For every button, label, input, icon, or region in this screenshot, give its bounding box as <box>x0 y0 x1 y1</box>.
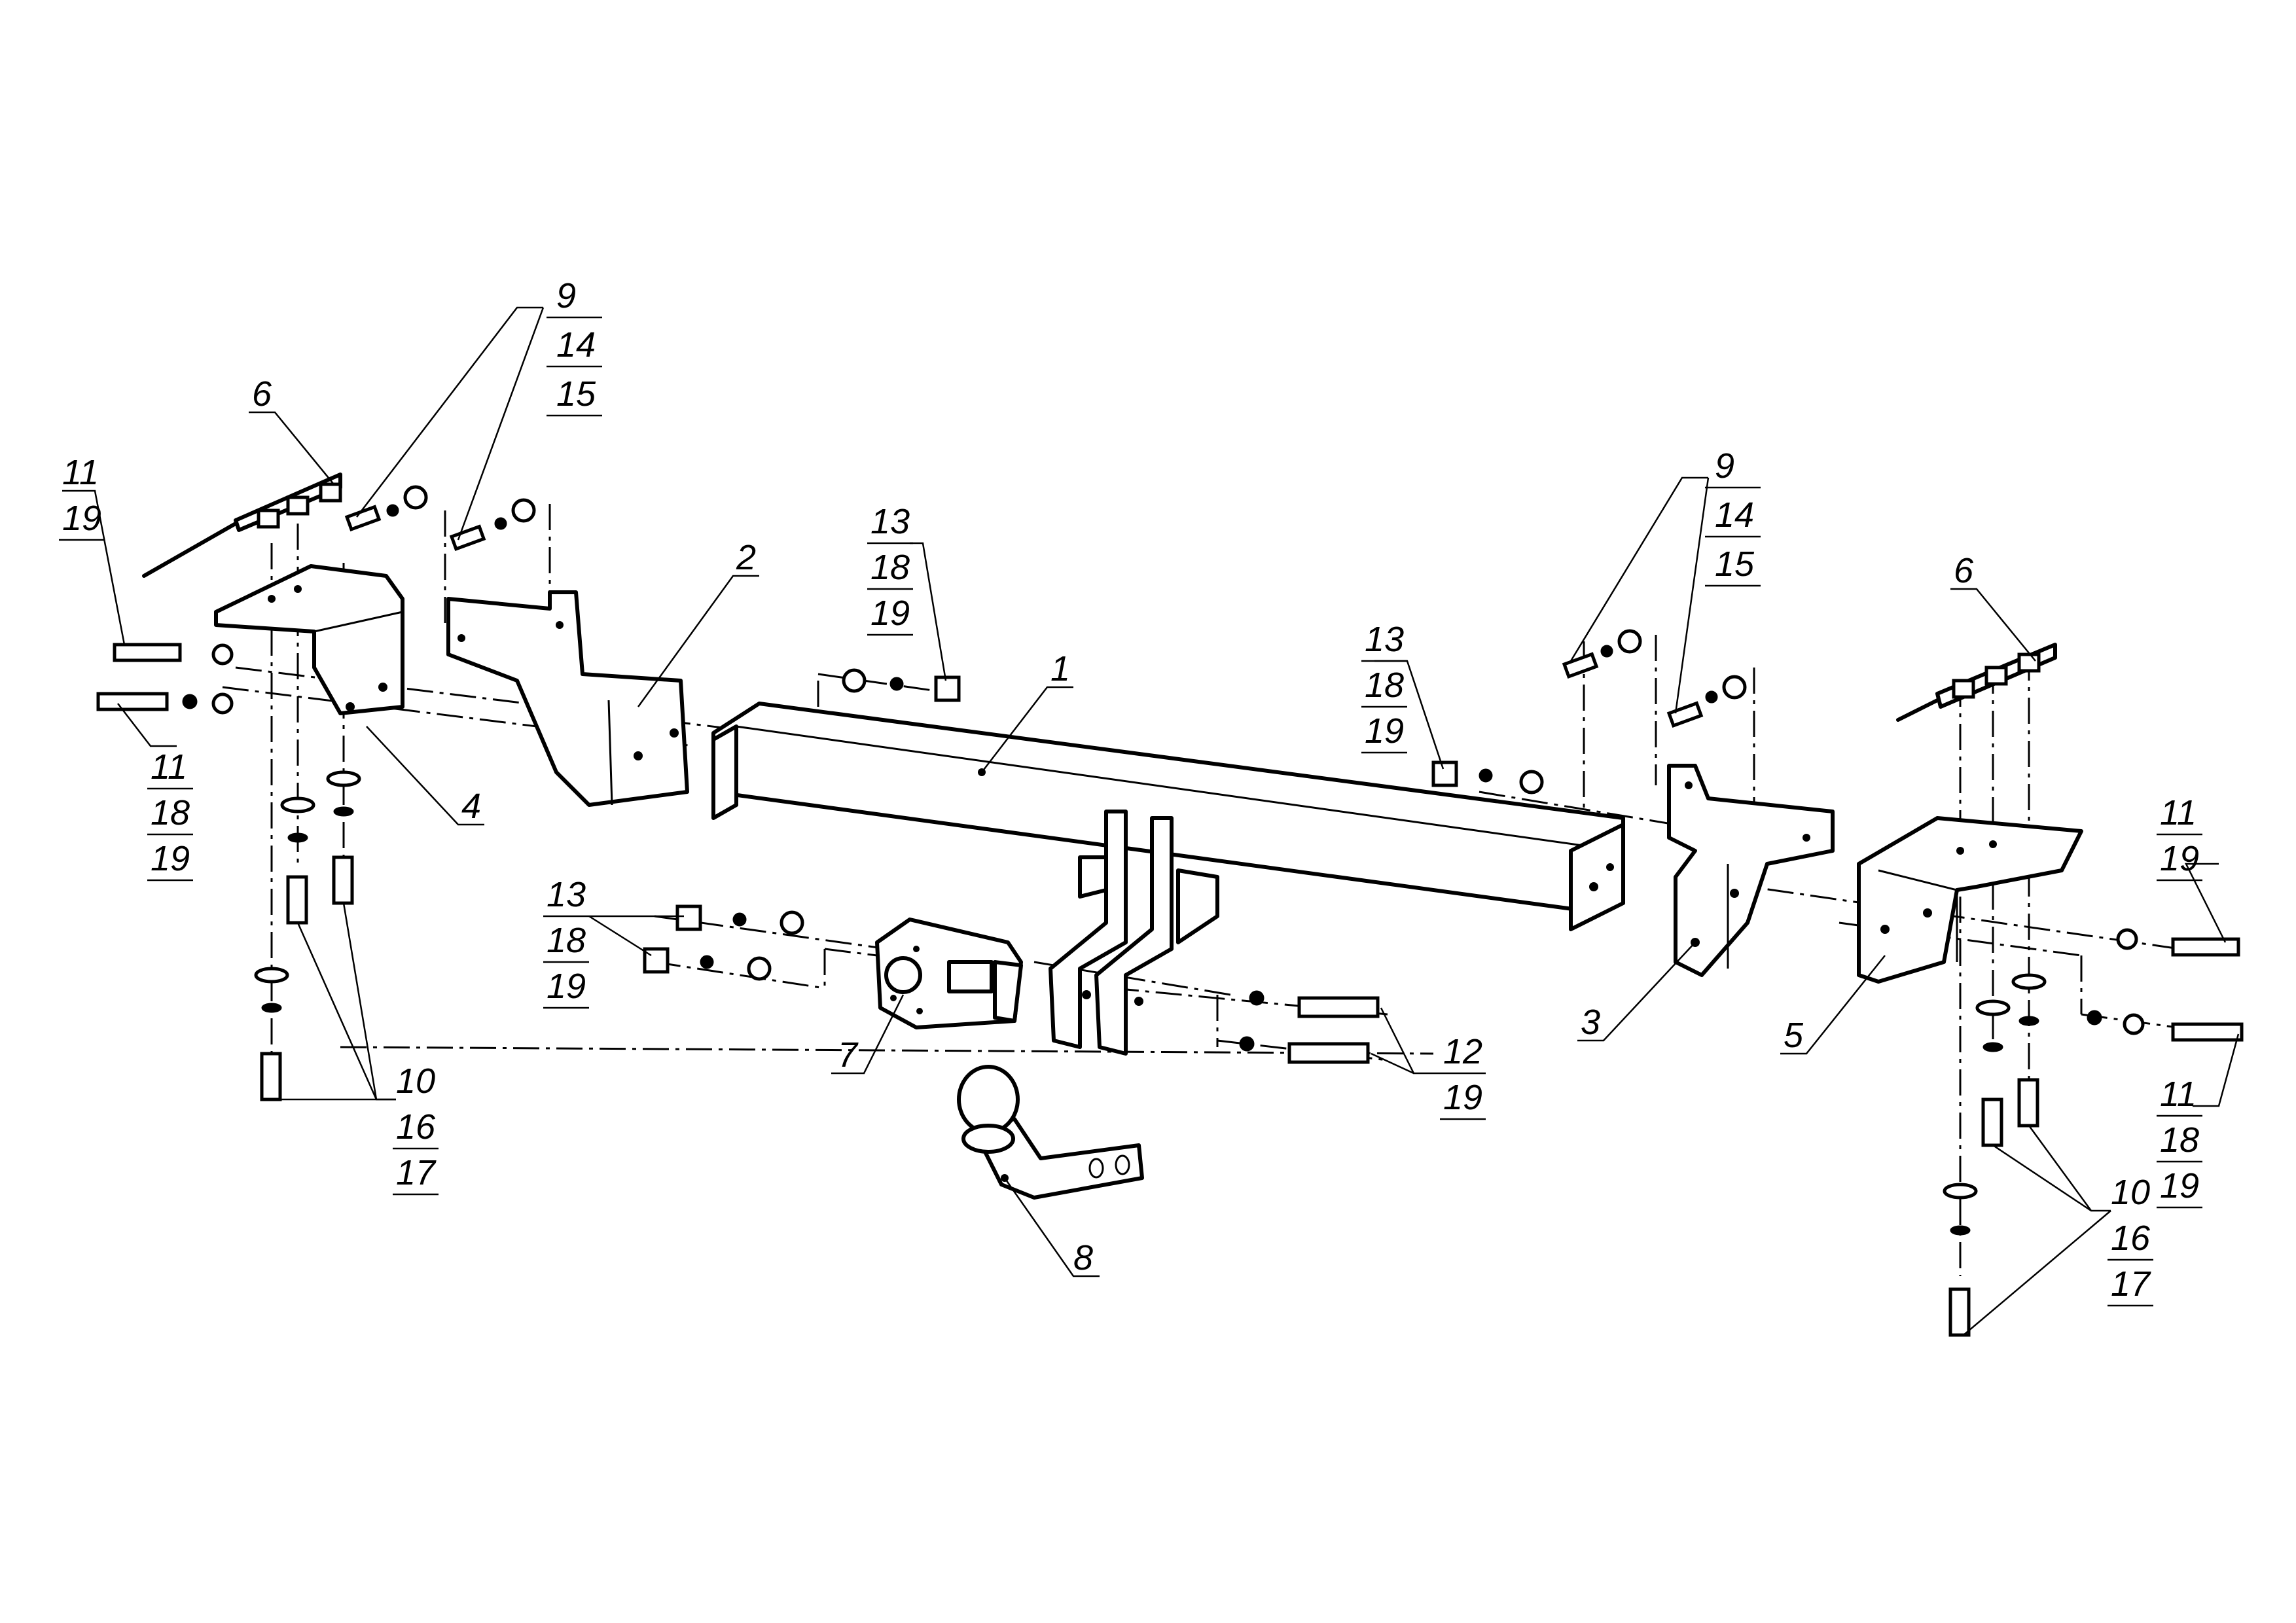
label-part-7: 7 <box>838 1035 859 1075</box>
label-stack-13-18-19-top: 13 18 19 <box>867 502 913 636</box>
label-stack-10-16-17-right: 10 16 17 <box>2108 1173 2153 1307</box>
tow-ball-8 <box>957 1065 1144 1200</box>
label-part-8: 8 <box>1073 1238 1093 1277</box>
svg-text:13: 13 <box>547 875 586 914</box>
svg-text:15: 15 <box>556 374 596 414</box>
bracket-3 <box>1667 764 1835 977</box>
svg-text:11: 11 <box>151 747 187 787</box>
svg-text:11: 11 <box>2160 793 2197 832</box>
svg-text:17: 17 <box>396 1153 437 1192</box>
label-stack-11-19-right: 11 19 <box>2157 793 2202 882</box>
svg-text:19: 19 <box>62 499 101 538</box>
label-stack-11-18-19-left: 11 18 19 <box>147 747 193 882</box>
hardware-fasteners <box>96 485 2244 1337</box>
svg-text:19: 19 <box>1443 1078 1482 1117</box>
svg-text:19: 19 <box>870 594 910 633</box>
label-part-3: 3 <box>1581 1003 1600 1042</box>
svg-text:19: 19 <box>547 967 586 1006</box>
label-stack-9-14-15-left: 9 14 15 <box>547 276 602 417</box>
svg-text:18: 18 <box>547 921 586 960</box>
svg-text:18: 18 <box>2160 1120 2199 1160</box>
label-stack-11-18-19-right: 11 18 19 <box>2157 1075 2202 1209</box>
svg-text:18: 18 <box>870 548 910 587</box>
svg-text:11: 11 <box>62 453 99 492</box>
label-stack-11-19-left: 11 19 <box>59 453 105 541</box>
svg-text:16: 16 <box>396 1107 436 1147</box>
svg-text:13: 13 <box>870 502 910 541</box>
clamp-plate-6-left <box>142 473 342 578</box>
label-stack-10-16-17-left: 10 16 17 <box>393 1061 439 1196</box>
svg-text:9: 9 <box>556 276 576 315</box>
bracket-5 <box>1857 816 2083 984</box>
part-labels: 1 2 3 4 5 6 6 7 8 9 14 15 9 14 15 11 19 <box>59 276 2202 1307</box>
svg-text:11: 11 <box>2160 1075 2197 1114</box>
label-part-5: 5 <box>1784 1016 1804 1055</box>
ball-mount-brackets <box>1049 810 1219 1056</box>
label-part-1: 1 <box>1050 649 1070 688</box>
bracket-4 <box>214 564 404 715</box>
label-stack-9-14-15-right: 9 14 15 <box>1705 446 1761 587</box>
svg-text:19: 19 <box>1365 711 1404 751</box>
bracket-2 <box>446 590 689 807</box>
label-stack-13-18-19-mid: 13 18 19 <box>1361 620 1407 754</box>
clamp-plate-6-right <box>1896 643 2057 722</box>
svg-text:10: 10 <box>2111 1173 2150 1212</box>
label-part-2: 2 <box>736 538 756 577</box>
svg-text:19: 19 <box>2160 839 2199 878</box>
svg-text:19: 19 <box>2160 1166 2199 1205</box>
svg-text:14: 14 <box>1715 495 1754 535</box>
label-part-4: 4 <box>461 787 481 826</box>
label-part-6-left: 6 <box>252 374 272 414</box>
svg-text:15: 15 <box>1715 544 1755 584</box>
svg-text:14: 14 <box>556 325 596 365</box>
label-part-6-right: 6 <box>1954 551 1974 590</box>
svg-text:19: 19 <box>151 839 190 878</box>
svg-text:13: 13 <box>1365 620 1404 659</box>
main-cross-beam <box>711 702 1625 931</box>
svg-text:9: 9 <box>1715 446 1734 486</box>
svg-text:16: 16 <box>2111 1219 2151 1258</box>
svg-text:17: 17 <box>2111 1264 2151 1304</box>
label-stack-12-19: 12 19 <box>1440 1032 1486 1120</box>
socket-plate-7 <box>875 918 1023 1029</box>
label-stack-13-18-19-low: 13 18 19 <box>543 875 589 1009</box>
svg-text:18: 18 <box>1365 666 1404 705</box>
svg-text:10: 10 <box>396 1061 435 1101</box>
svg-text:18: 18 <box>151 793 190 832</box>
leader-lines <box>62 306 2240 1336</box>
svg-text:12: 12 <box>1443 1032 1482 1071</box>
